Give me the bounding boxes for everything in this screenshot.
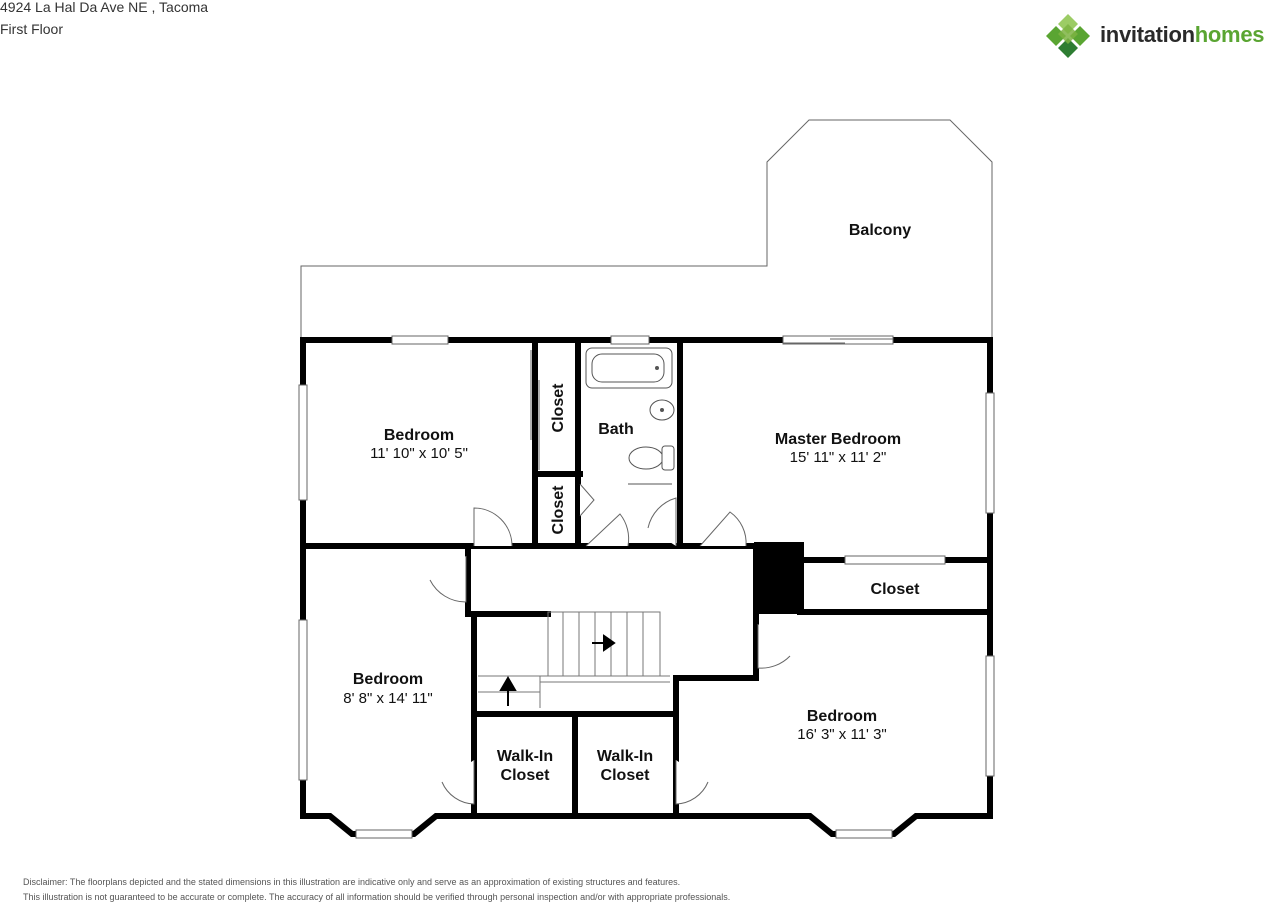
logo-word-homes: homes <box>1194 22 1265 47</box>
label-bedroom-w: Bedroom <box>353 671 423 688</box>
logo-wordmark: invitationhomes <box>1100 22 1265 48</box>
door-swing-master <box>699 511 747 547</box>
bath-fixtures <box>585 347 675 485</box>
label-balcony: Balcony <box>849 222 911 239</box>
label-master-bedroom: Master Bedroom <box>775 431 901 448</box>
label-bedroom-se: Bedroom <box>807 708 877 725</box>
toilet-icon <box>628 446 664 470</box>
dims-master-bedroom: 15' 11" x 11' 2" <box>790 449 887 466</box>
stairs <box>478 611 670 708</box>
invitation-homes-logo: invitationhomes <box>1044 12 1280 60</box>
label-closet-upper: Closet <box>550 383 567 433</box>
disclaimer-line-1: Disclaimer: The floorplans depicted and … <box>23 877 681 887</box>
logo-word-invitation: invitation <box>1100 22 1195 47</box>
arrow-up-icon <box>499 676 517 691</box>
door-swings <box>429 483 791 805</box>
label-bath: Bath <box>598 421 634 438</box>
arrow-right-icon <box>603 634 616 652</box>
door-swing-bath <box>585 513 630 547</box>
property-address: 4924 La Hal Da Ave NE , Tacoma <box>0 0 209 15</box>
label-closet-east: Closet <box>871 581 921 598</box>
label-walkin-1-line2: Closet <box>501 767 551 784</box>
label-walkin-1-line1: Walk-In <box>497 748 553 765</box>
door-swing-walkin-1 <box>441 760 475 805</box>
dims-bedroom-se: 16' 3" x 11' 3" <box>797 726 887 743</box>
floor-label: First Floor <box>0 21 63 37</box>
label-closet-lower: Closet <box>550 485 567 535</box>
dims-bedroom-nw: 11' 10" x 10' 5" <box>370 445 468 462</box>
door-swing-bedroom-nw <box>473 507 513 547</box>
windows <box>298 335 995 839</box>
door-swing-walkin-2 <box>675 760 709 805</box>
dims-bedroom-w: 8' 8" x 14' 11" <box>343 690 433 707</box>
label-bedroom-nw: Bedroom <box>384 427 454 444</box>
chimney-block <box>754 542 804 614</box>
door-swing-bedroom-se <box>757 624 791 669</box>
balcony-outline <box>300 119 993 338</box>
door-swing-closet <box>579 483 595 517</box>
door-swing-bedroom-w <box>429 556 467 603</box>
logo-mark-icon <box>1046 14 1090 58</box>
door-swing-bath-inner <box>647 497 677 546</box>
disclaimer-line-2: This illustration is not guaranteed to b… <box>23 892 731 902</box>
label-walkin-2-line1: Walk-In <box>597 748 653 765</box>
label-walkin-2-line2: Closet <box>601 767 651 784</box>
sliding-doors <box>530 338 893 470</box>
stair-arrows <box>499 634 616 706</box>
